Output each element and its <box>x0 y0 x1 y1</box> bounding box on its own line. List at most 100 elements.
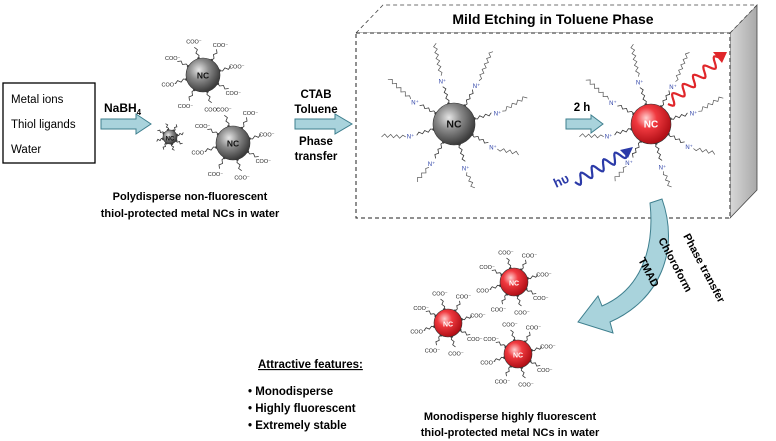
reduction-arrow: NaBH4 <box>100 101 152 135</box>
cluster-core <box>499 267 529 297</box>
transfer-label: transfer <box>295 151 338 163</box>
nanocluster: COO⁻ COO⁻ COO⁻ COO⁻ COO⁻ COO⁻ COO⁻ COO⁻ NC <box>480 323 555 389</box>
cluster-core <box>215 125 251 161</box>
cluster-label: NC <box>644 120 658 131</box>
cluster-core <box>503 339 533 369</box>
carboxylate-label: COO⁻ <box>213 43 229 49</box>
carboxylate-label: COO⁻ <box>195 124 211 130</box>
carboxylate-label: COO⁻ <box>256 159 272 165</box>
light-label: hυ <box>551 170 572 190</box>
ctab-cation: N⁺ <box>428 161 436 168</box>
ctab-cation: N⁺ <box>489 145 497 152</box>
carboxylate-label: COO⁻ <box>470 313 486 319</box>
cluster-label: NC <box>227 139 239 149</box>
carboxylate-label: COO⁻ <box>226 91 242 97</box>
carboxylate-label: COO⁻ <box>476 289 492 295</box>
carboxylate-label: COO⁻ <box>165 56 181 62</box>
cluster-label: NC <box>513 353 523 360</box>
carboxylate-label: COO⁻ <box>480 361 496 367</box>
cluster-core <box>162 129 178 145</box>
carboxylate-label: COO⁻ <box>491 307 507 313</box>
ctab-cation: N⁺ <box>685 144 693 151</box>
monodisperse-caption-2: thiol-protected metal NCs in water <box>421 427 600 439</box>
time-label: 2 h <box>574 102 591 114</box>
cluster-core <box>630 103 672 145</box>
ctab-cation: N⁺ <box>494 110 502 117</box>
carboxylate-label: COO⁻ <box>540 344 556 350</box>
carboxylate-label: COO⁻ <box>467 337 483 343</box>
toluene-label: Toluene <box>294 104 337 116</box>
carboxylate-label: COO⁻ <box>498 251 514 257</box>
cluster-label: NC <box>446 119 462 131</box>
nanocluster: COO⁻COO⁻COO⁻COO⁻COO⁻COO⁻COO⁻COO⁻NC <box>410 292 485 358</box>
monodisperse-clusters: COO⁻COO⁻COO⁻COO⁻COO⁻COO⁻COO⁻COO⁻NCCOO⁻CO… <box>410 251 555 389</box>
ctab-cation: N⁺ <box>669 84 677 91</box>
carboxylate-label: COO⁻ <box>522 254 538 260</box>
reducer-subscript: 4 <box>137 108 142 117</box>
ctab-cation: N⁺ <box>659 165 667 172</box>
nanocluster: COO⁻COO⁻COO⁻COO⁻COO⁻COO⁻COO⁻COO⁻NC <box>161 40 244 114</box>
ctab-cation: N⁺ <box>411 100 419 107</box>
input-metal-ions: Metal ions <box>11 94 64 106</box>
feature-item: • Extremely stable <box>248 420 347 432</box>
cluster-label: NC <box>443 322 453 329</box>
carboxylate-label: COO⁻ <box>410 330 426 336</box>
nanocluster: COO⁻ COO⁻ COO⁻ COO⁻ COO⁻ COO⁻ COO⁻ COO⁻ NC <box>476 251 551 317</box>
ctab-label: CTAB <box>300 89 331 101</box>
phase-label: Phase <box>299 136 333 148</box>
carboxylate-label: COO⁻ <box>533 296 549 302</box>
carboxylate-label: COO⁻ <box>234 175 250 181</box>
ctab-cation: N⁺ <box>636 79 644 86</box>
carboxylate-label: COO⁻ <box>204 107 220 113</box>
carboxylate-label: COO⁻ <box>186 40 202 46</box>
cluster-label: NC <box>166 137 175 143</box>
carboxylate-label: COO⁻ <box>259 132 275 138</box>
toluene-phase-box: Mild Etching in Toluene Phase <box>355 4 758 219</box>
input-water: Water <box>11 144 41 156</box>
carboxylate-label: COO⁻ <box>479 265 495 271</box>
input-box: Metal ions Thiol ligands Water <box>2 82 96 164</box>
carboxylate-label: COO⁻ <box>425 348 441 354</box>
ctab-cation: N⁺ <box>473 83 481 90</box>
nanocluster: N⁺N⁺N⁺N⁺N⁺N⁺N⁺N⁺NC <box>381 42 528 189</box>
carboxylate-label: COO⁻ <box>161 83 177 89</box>
carboxylate-label: COO⁻ <box>518 382 534 388</box>
features-heading: Attractive features: <box>258 359 363 371</box>
features-list: Attractive features: • Monodisperse • Hi… <box>248 359 363 432</box>
ctab-cation: N⁺ <box>407 134 415 141</box>
ctab-cation: N⁺ <box>625 160 633 167</box>
carboxylate-label: COO⁻ <box>456 295 472 301</box>
phase-transfer-label: Phase transfer <box>680 232 727 306</box>
cluster-core <box>432 102 476 146</box>
phase-transfer-arrow-1: CTAB Toluene Phase transfer <box>294 89 353 163</box>
box-title: Mild Etching in Toluene Phase <box>452 11 653 27</box>
carboxylate-label: COO⁻ <box>243 111 259 117</box>
excitation-light: hυ <box>551 147 633 191</box>
reducer-label: NaBH <box>104 101 137 115</box>
carboxylate-label: COO⁻ <box>208 172 224 178</box>
feature-item: • Monodisperse <box>248 386 333 398</box>
carboxylate-label: COO⁻ <box>229 64 245 70</box>
carboxylate-label: COO⁻ <box>514 310 530 316</box>
carboxylate-label: COO⁻ <box>432 292 448 298</box>
carboxylate-label: COO⁻ <box>502 323 518 329</box>
feature-item: • Highly fluorescent <box>248 403 356 415</box>
carboxylate-label: COO⁻ <box>483 337 499 343</box>
monodisperse-caption-1: Monodisperse highly fluorescent <box>424 411 597 423</box>
carboxylate-label: COO⁻ <box>537 368 553 374</box>
carboxylate-label: COO⁻ <box>536 272 552 278</box>
emission-light <box>667 52 727 107</box>
carboxylate-label: COO⁻ <box>495 379 511 385</box>
etching-time-arrow: 2 h <box>565 102 604 134</box>
polydisperse-caption-1: Polydisperse non-fluorescent <box>113 191 268 203</box>
ctab-cation: N⁺ <box>462 165 470 172</box>
nanocluster: N⁺N⁺N⁺N⁺N⁺N⁺N⁺N⁺NC <box>579 44 724 188</box>
svg-text:NaBH4: NaBH4 <box>104 101 142 117</box>
etching-clusters: N⁺N⁺N⁺N⁺N⁺N⁺N⁺N⁺NCN⁺N⁺N⁺N⁺N⁺N⁺N⁺N⁺NC <box>381 42 724 189</box>
carboxylate-label: COO⁻ <box>526 326 542 332</box>
carboxylate-label: COO⁻ <box>216 108 232 114</box>
cluster-label: NC <box>509 281 519 288</box>
polydisperse-clusters: COO⁻COO⁻COO⁻COO⁻COO⁻COO⁻COO⁻COO⁻NCCOO⁻CO… <box>156 40 275 181</box>
cluster-core <box>433 308 463 338</box>
